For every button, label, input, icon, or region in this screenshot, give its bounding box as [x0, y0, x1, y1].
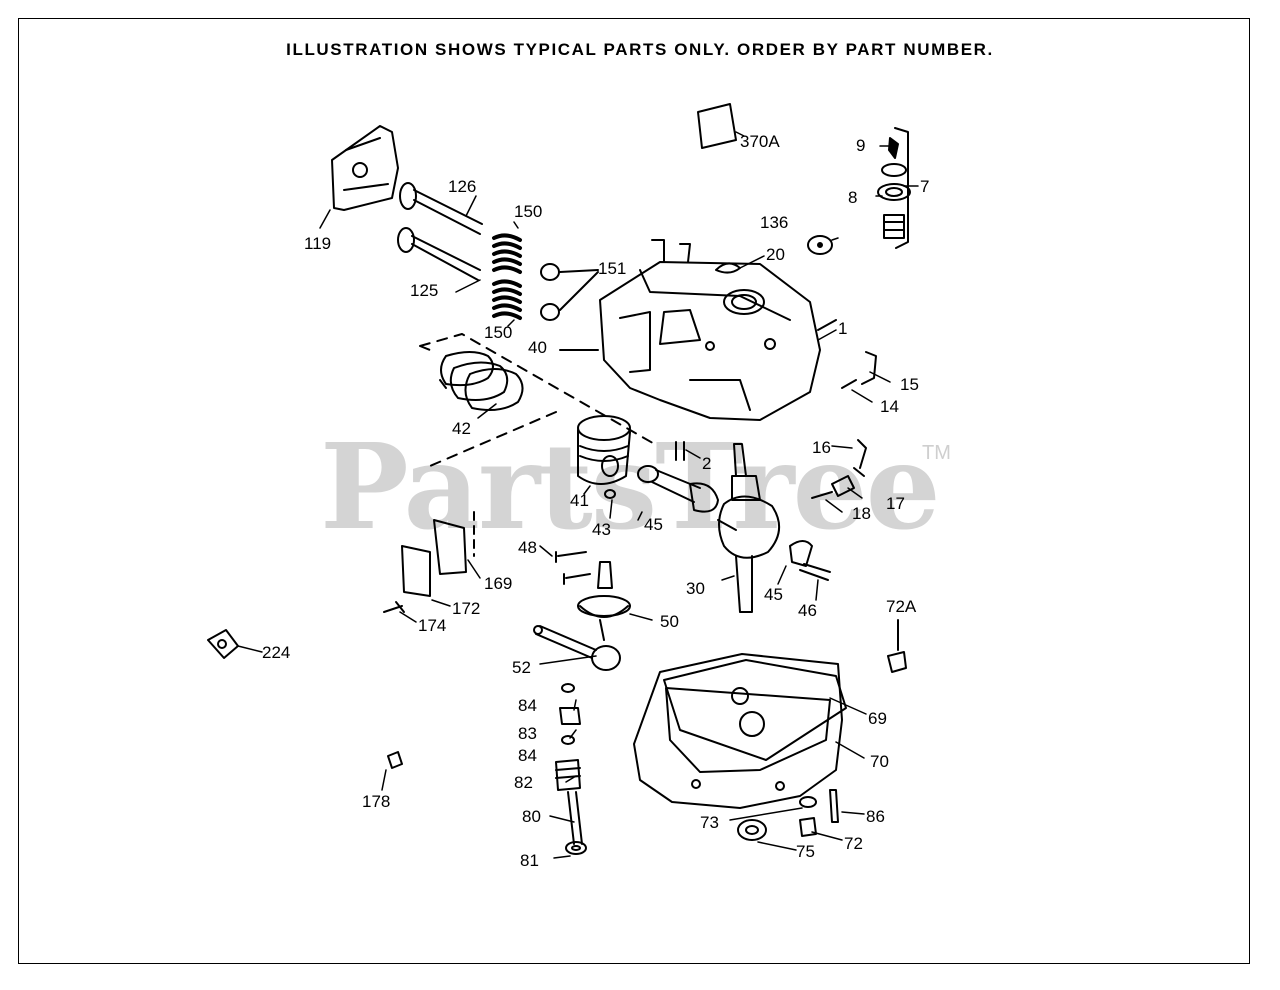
callout-125: 125 [410, 281, 439, 300]
part-82-gear [555, 759, 581, 791]
callout-151: 151 [598, 259, 627, 278]
callout-40: 40 [528, 338, 547, 357]
callout-46: 46 [798, 601, 817, 620]
part-15-shape [861, 351, 877, 385]
callout-73: 73 [700, 813, 719, 832]
callout-150-top: 150 [514, 202, 543, 221]
part-126-shape [399, 182, 483, 235]
part-73-washer [799, 796, 817, 808]
callout-48: 48 [518, 538, 537, 557]
part-136-shape [807, 235, 833, 255]
part-45-cap [789, 540, 813, 567]
part-41-piston [577, 415, 631, 485]
part-80-shaft [567, 791, 583, 845]
part-18-shape [811, 491, 833, 499]
part-86-bolt [829, 789, 839, 823]
watermark-tm: TM [922, 442, 951, 464]
part-1-cylinder-block [559, 239, 837, 421]
part-174-shape [383, 601, 405, 613]
callout-9: 9 [856, 136, 866, 155]
callout-126: 126 [448, 177, 477, 196]
header-note: ILLUSTRATION SHOWS TYPICAL PARTS ONLY. O… [286, 40, 994, 59]
callout-69: 69 [868, 709, 887, 728]
callout-42: 42 [452, 419, 471, 438]
callout-41: 41 [570, 491, 589, 510]
callout-16: 16 [812, 438, 831, 457]
callout-20: 20 [766, 245, 785, 264]
callout-178: 178 [362, 792, 391, 811]
part-17-shape [831, 475, 855, 497]
callout-43: 43 [592, 520, 611, 539]
part-72A-shape [887, 619, 907, 673]
part-83-shape [559, 707, 581, 725]
part-45-rod [637, 465, 719, 513]
diagram-border [18, 18, 1250, 964]
part-40-bracket [419, 333, 659, 467]
part-84-top [561, 683, 575, 693]
callout-15: 15 [900, 375, 919, 394]
callout-150-bottom: 150 [484, 323, 513, 342]
part-14-shape [841, 379, 857, 389]
callout-172: 172 [452, 599, 481, 618]
callout-84-mid: 84 [518, 746, 537, 765]
part-42-rings [439, 351, 524, 411]
part-370A-shape [697, 103, 737, 149]
callout-2: 2 [702, 454, 712, 473]
callout-82: 82 [514, 773, 533, 792]
part-75-seal [737, 819, 767, 841]
part-169-shape [433, 511, 475, 575]
callout-119: 119 [304, 234, 332, 253]
leader-lines [237, 131, 919, 859]
part-52-shaft [533, 625, 621, 671]
callout-50: 50 [660, 612, 679, 631]
part-20-shape [715, 262, 741, 274]
callout-1: 1 [838, 319, 848, 338]
callout-70: 70 [870, 752, 889, 771]
callout-72: 72 [844, 834, 863, 853]
callout-84-top: 84 [518, 696, 537, 715]
part-84-mid [561, 735, 575, 745]
callout-224: 224 [262, 643, 291, 662]
callout-80: 80 [522, 807, 541, 826]
part-81-shape [565, 841, 587, 855]
part-70-sump [633, 653, 843, 809]
part-151-shape [540, 263, 599, 321]
part-69-gasket [663, 659, 847, 761]
part-46-bolts [799, 563, 831, 581]
callout-17: 17 [886, 494, 905, 513]
callout-45-rod: 45 [644, 515, 663, 534]
callout-7: 7 [920, 177, 930, 196]
callout-14: 14 [880, 397, 899, 416]
part-16-shape [853, 439, 867, 477]
part-224-shape [207, 629, 239, 659]
callout-52: 52 [512, 658, 531, 677]
part-178-shape [387, 751, 403, 769]
callout-86: 86 [866, 807, 885, 826]
part-2-dowel [675, 441, 685, 461]
part-43-pin [604, 489, 616, 499]
part-172-shape [401, 545, 431, 597]
callout-75: 75 [796, 842, 815, 861]
part-125-shape [397, 227, 481, 281]
part-50-camshaft [577, 561, 631, 641]
part-119-shape [331, 125, 399, 211]
callout-18: 18 [852, 504, 871, 523]
callout-136: 136 [760, 213, 789, 232]
callout-370A: 370A [740, 132, 780, 151]
callout-72A: 72A [886, 597, 917, 616]
callout-45-cap: 45 [764, 585, 783, 604]
callout-81: 81 [520, 851, 539, 870]
part-30-crankshaft [717, 443, 780, 613]
part-48-tappets [555, 551, 591, 585]
part-72-plug [799, 817, 817, 837]
callout-169: 169 [484, 574, 513, 593]
callout-83: 83 [518, 724, 537, 743]
callout-8: 8 [848, 188, 858, 207]
callout-30: 30 [686, 579, 705, 598]
part-150-springs [492, 233, 522, 320]
callout-174: 174 [418, 616, 447, 635]
